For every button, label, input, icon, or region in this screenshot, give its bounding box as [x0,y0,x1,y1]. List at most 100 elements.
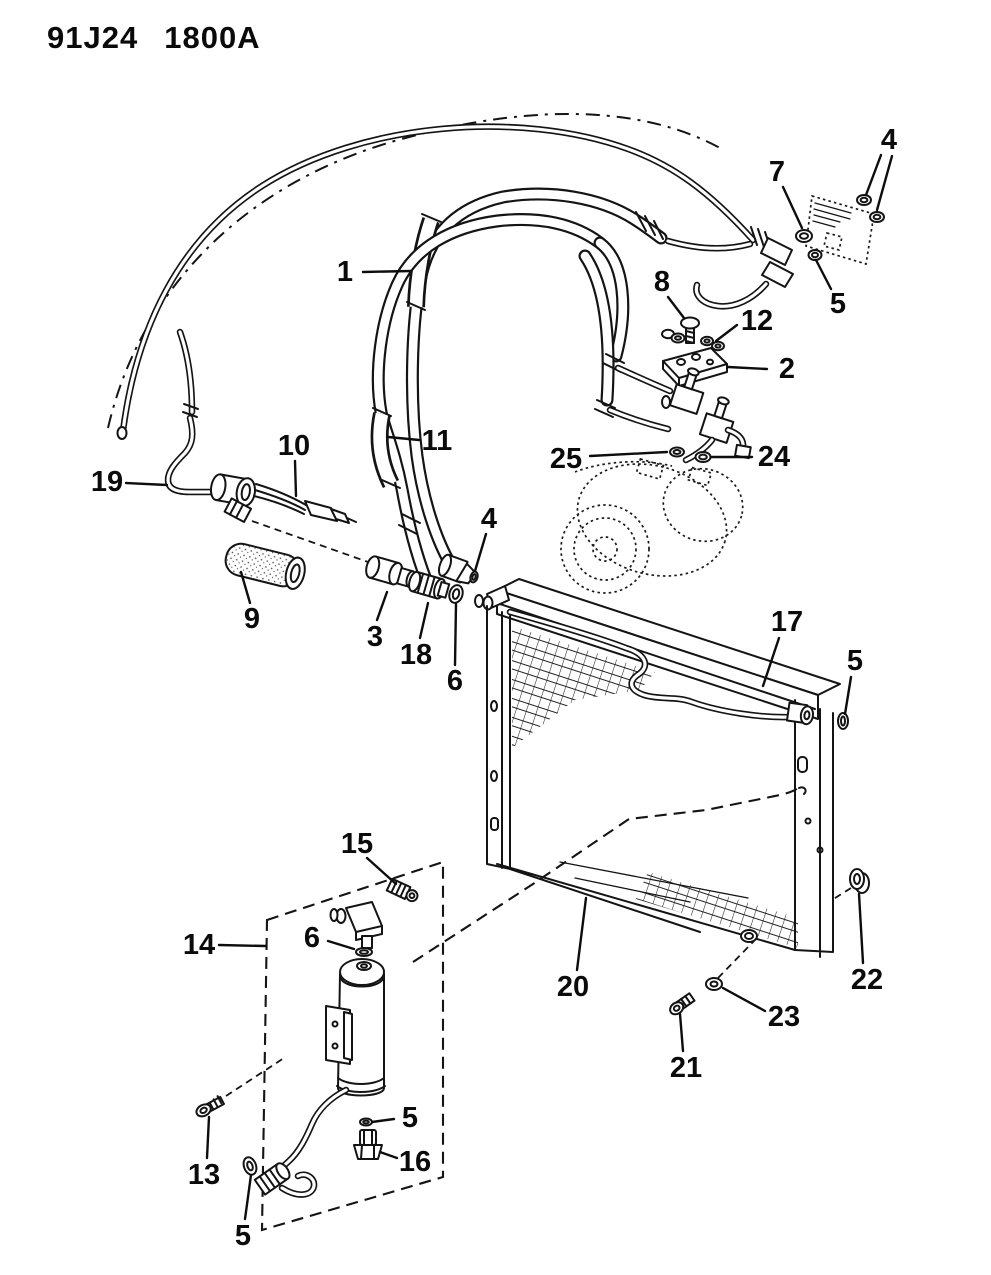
drier-valve-block [329,901,383,949]
harness-connector [304,500,357,524]
foam-sleeve [224,542,306,590]
callout-leader-4 [864,153,883,197]
callout-leader-18 [418,601,430,640]
callout-5: 5 [830,288,846,320]
callout-leader-5 [243,1173,253,1221]
callout-15: 15 [341,828,373,860]
tube-end-nut [785,701,814,726]
callout-leader-23 [721,986,767,1013]
callout-1: 1 [337,256,353,288]
callout-leader-5 [843,675,853,716]
callout-21: 21 [670,1052,702,1084]
drier-bracket [325,1005,353,1065]
callout-25: 25 [550,443,582,475]
oring-4a [856,194,872,206]
service-valve-cap-16 [353,1129,383,1160]
oring-6 [448,584,464,604]
callout-4: 4 [481,503,497,535]
condenser-bottom-port [740,929,758,943]
inline-fittings [365,553,479,604]
callout-leader-19 [124,481,169,487]
callout-18: 18 [400,639,432,671]
callout-5: 5 [235,1220,251,1252]
callout-leader-5 [370,1117,396,1124]
nut-7 [795,229,813,243]
screw-13 [195,1095,226,1118]
callout-8: 8 [654,266,670,298]
oring-5-pigtail [242,1156,258,1176]
callout-10: 10 [278,430,310,462]
bolt-21 [669,992,696,1016]
condenser [474,578,849,958]
callout-leader-15 [365,856,398,886]
pressure-switch [209,473,257,507]
bracket-hardware-group [661,316,728,387]
liquid-line-tube [116,123,757,496]
callout-22: 22 [851,964,883,996]
receiver-drier-group [195,860,445,1232]
locator-dash-line [412,787,799,963]
callout-5: 5 [847,645,863,677]
callout-13: 13 [188,1159,220,1191]
callout-leader-22 [857,892,865,965]
junction-blocks [661,367,752,464]
callout-leader-11 [386,435,421,442]
callout-12: 12 [741,305,773,337]
callout-23: 23 [768,1001,800,1033]
callout-7: 7 [769,156,785,188]
hose-assembly [370,187,770,594]
alignment-dash-line [251,520,369,563]
callout-17: 17 [771,606,803,638]
oring-4-mid [469,570,479,584]
oring-25 [669,446,685,458]
nut-5a [807,249,823,261]
callout-leader-21 [678,1012,685,1053]
oring-24 [694,451,712,463]
nuts-12 [700,335,725,352]
callout-2: 2 [779,353,795,385]
callout-leader-20 [575,896,588,972]
grommet-22 [849,868,870,894]
callout-leader-10 [293,459,298,498]
callout-20: 20 [557,971,589,1003]
bolt-8 [680,316,700,344]
callout-9: 9 [244,603,260,635]
callout-leader-2 [726,365,769,371]
washers-8 [661,328,686,344]
callout-19: 19 [91,466,123,498]
diagram-code-left: 91J24 [47,20,139,55]
callout-leader-7 [781,185,804,230]
oring-5-right [837,712,849,730]
firewall-plate-group [750,194,885,288]
compressor-phantom [560,457,744,594]
callout-leader-6 [453,602,458,667]
callout-leader-4 [473,532,488,573]
nut-23 [705,977,723,991]
callout-6: 6 [304,922,320,954]
callout-3: 3 [367,621,383,653]
callout-leader-12 [714,323,739,343]
callout-11: 11 [422,425,453,457]
callout-leader-1 [361,269,413,274]
callout-16: 16 [399,1146,431,1178]
callout-leader-3 [375,590,389,622]
callout-6: 6 [447,665,463,697]
callout-leader-25 [588,450,669,458]
drier-pigtail-tube [253,1086,350,1198]
switch-harness-group [209,473,357,524]
lower-fitting [223,497,253,523]
diagram-code-right: 1800A [164,20,261,55]
callout-leader-9 [239,570,252,605]
callout-14: 14 [183,929,215,961]
callout-leader-4 [875,154,894,212]
callout-leader-13 [205,1115,211,1160]
fitting-18 [408,570,451,600]
oring-5-cap [359,1117,373,1127]
drier-canister [336,958,386,1097]
callout-leader-8 [666,295,686,320]
oring-4b [869,211,885,223]
callout-leader-17 [761,636,781,688]
